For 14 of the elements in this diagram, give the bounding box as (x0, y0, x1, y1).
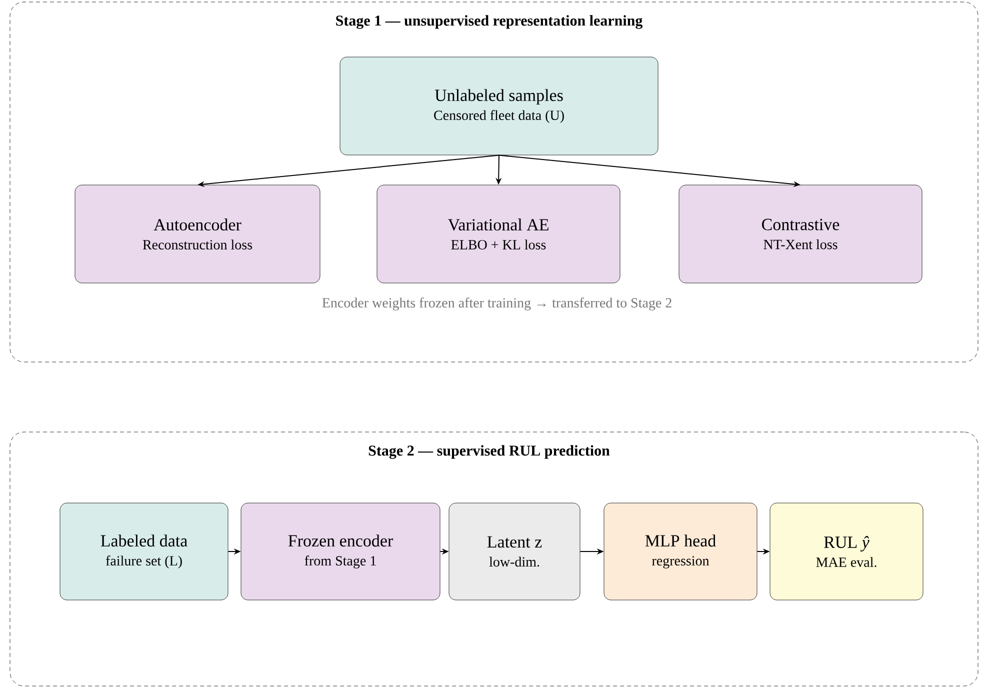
process-box: Autoencoder Reconstruction loss (74, 184, 320, 284)
process-box: Frozen encoder from Stage 1 (240, 502, 440, 600)
process-box: Variational AE ELBO + KL loss (376, 184, 620, 284)
panel-title: Stage 2 — supervised RUL prediction (368, 445, 610, 459)
process-box: Latent z low-dim. (448, 502, 580, 600)
stage-panel (10, 2, 978, 362)
process-box: Labeled data failure set (L) (60, 502, 228, 600)
process-box: Contrastive NT-Xent loss (678, 184, 922, 284)
process-box: RUL ŷ MAE eval. (770, 502, 924, 600)
stage-panel (10, 432, 978, 686)
note-text: Encoder weights frozen after training → transferred to Stage 2 (322, 298, 672, 310)
process-box: Unlabeled samples Censored fleet data (U) (340, 56, 658, 156)
process-box: MLP head regression (604, 502, 758, 600)
panel-title: Stage 1 — unsupervised representation learning (336, 15, 643, 29)
